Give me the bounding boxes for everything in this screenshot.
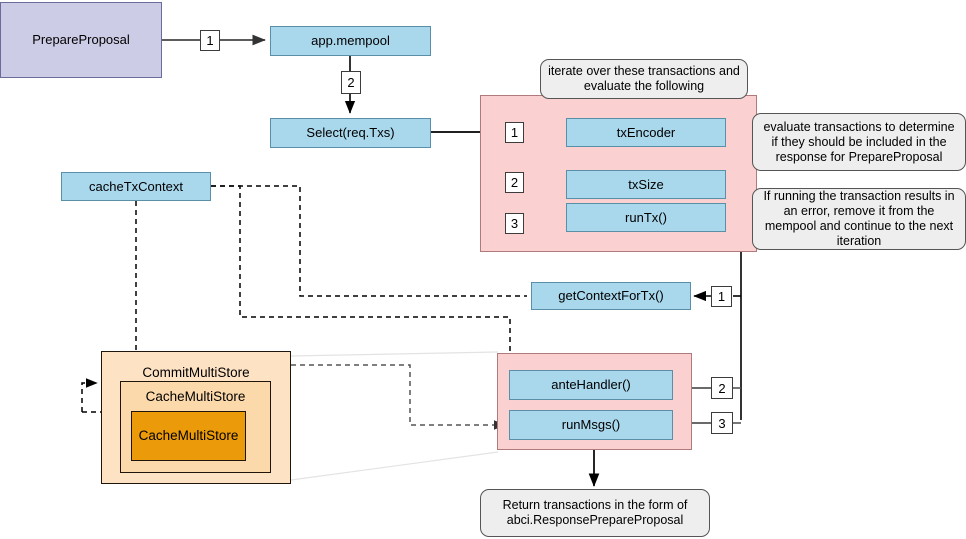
badge-label: 1	[206, 33, 214, 48]
cache-multi-store-mid-label: CacheMultiStore	[145, 389, 246, 404]
badge-ante-handler: 2	[711, 377, 733, 399]
node-label: runTx()	[625, 209, 667, 225]
node-tx-size[interactable]: txSize	[566, 170, 726, 199]
commit-multi-store-label: CommitMultiStore	[142, 365, 250, 380]
node-label: getContextForTx()	[558, 288, 664, 304]
node-label: txEncoder	[616, 124, 676, 140]
node-tx-encoder[interactable]: txEncoder	[566, 118, 726, 147]
badge-get-context: 1	[711, 286, 732, 307]
badge-mempool-to-select: 2	[341, 71, 361, 94]
badge-run-tx: 3	[505, 213, 524, 234]
badge-label: 3	[718, 415, 726, 431]
note-text: Return transactions in the form of abci.…	[502, 498, 688, 527]
node-label: anteHandler()	[551, 377, 631, 393]
edge-cachetxcontext-to-getcontext	[211, 185, 527, 297]
node-ante-handler[interactable]: anteHandler()	[509, 370, 673, 400]
node-label: txSize	[628, 176, 664, 192]
node-app-mempool[interactable]: app.mempool	[270, 26, 431, 56]
edge-loop1-into-commitstore	[81, 378, 98, 412]
node-get-context-for-tx[interactable]: getContextForTx()	[531, 282, 691, 310]
node-run-msgs[interactable]: runMsgs()	[509, 410, 673, 440]
group-cache-multi-store-inner: CacheMultiStore	[131, 411, 246, 461]
note-return: Return transactions in the form of abci.…	[480, 489, 710, 537]
edge-cachetxcontext-to-antehandler	[211, 185, 515, 371]
note-text: If running the transaction results in an…	[763, 189, 955, 248]
node-label: Select(req.Txs)	[306, 125, 395, 141]
cache-multi-store-inner-label: CacheMultiStore	[138, 427, 239, 443]
note-error-handling: If running the transaction results in an…	[752, 188, 966, 250]
node-prepare-proposal[interactable]: PrepareProposal	[0, 2, 162, 78]
helper-line-top	[290, 351, 499, 357]
badge-label: 1	[510, 125, 519, 140]
node-run-tx[interactable]: runTx()	[566, 203, 726, 232]
badge-prepare-to-mempool: 1	[200, 30, 220, 51]
note-iterate: iterate over these transactions and eval…	[540, 59, 748, 99]
note-text: iterate over these transactions and eval…	[548, 64, 740, 93]
note-text: evaluate transactions to determine if th…	[763, 119, 955, 164]
badge-label: 3	[510, 216, 519, 231]
node-label: app.mempool	[311, 33, 390, 49]
node-label: PrepareProposal	[32, 32, 130, 48]
badge-label: 2	[510, 175, 519, 190]
node-select-req-txs[interactable]: Select(req.Txs)	[270, 118, 431, 148]
badge-label: 2	[718, 380, 726, 396]
helper-line-bottom	[290, 451, 499, 481]
node-label: cacheTxContext	[89, 178, 183, 194]
badge-tx-encoder: 1	[505, 122, 524, 143]
edge-store-to-runmsgs	[291, 364, 506, 430]
node-label: runMsgs()	[561, 417, 621, 433]
badge-label: 1	[717, 289, 726, 304]
node-cache-tx-context[interactable]: cacheTxContext	[61, 172, 211, 201]
badge-tx-size: 2	[505, 172, 524, 193]
badge-run-msgs: 3	[711, 412, 733, 434]
badge-label: 2	[347, 75, 355, 90]
note-evaluate: evaluate transactions to determine if th…	[752, 113, 966, 171]
